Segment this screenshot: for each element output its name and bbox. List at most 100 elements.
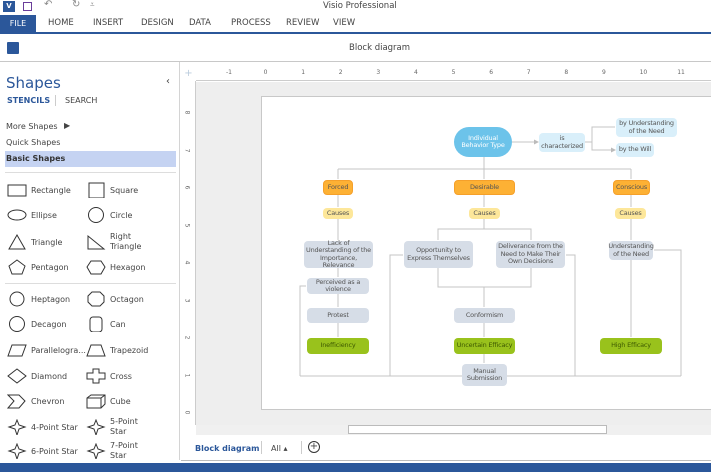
- quick-shapes[interactable]: Quick Shapes: [6, 138, 61, 147]
- shape-hexagon[interactable]: Hexagon: [86, 259, 166, 277]
- horizontal-scrollbar[interactable]: [196, 425, 711, 435]
- parallelogram-icon: [7, 344, 27, 357]
- node-lack-of-understanding[interactable]: Lack of Understanding of the Importance,…: [304, 239, 373, 269]
- shape-chevron[interactable]: Chevron: [7, 393, 87, 411]
- shape-octagon[interactable]: Octagon: [86, 291, 166, 309]
- connector: [585, 126, 615, 150]
- shape-label: Parallelogra...: [31, 346, 86, 355]
- all-pages-button[interactable]: All ▴: [271, 444, 287, 453]
- connector: [337, 195, 632, 207]
- page-tab-block-diagram[interactable]: Block diagram: [195, 444, 260, 453]
- title-bar: V ↶ ↻ ⩡ Visio Professional: [0, 0, 711, 14]
- connector: [337, 219, 632, 240]
- collapse-panel-icon[interactable]: ‹: [166, 76, 170, 87]
- tab-search[interactable]: SEARCH: [65, 96, 98, 105]
- shape-label: Diamond: [31, 372, 68, 381]
- node-perceived[interactable]: Perceived as a violence: [307, 278, 369, 294]
- shape-label: Heptagon: [31, 295, 71, 304]
- add-page-icon[interactable]: +: [308, 441, 320, 453]
- shape-ellipse[interactable]: Ellipse: [7, 207, 87, 225]
- node-uncertain-efficacy[interactable]: Uncertain Efficacy: [454, 338, 515, 354]
- node-by-the-will[interactable]: by the Will: [616, 143, 654, 157]
- all-pages-label: All: [271, 444, 281, 453]
- shape-heptagon[interactable]: Heptagon: [7, 291, 87, 309]
- node-manual-submission[interactable]: Manual Submission: [462, 364, 507, 386]
- tab-divider: [55, 95, 56, 106]
- more-shapes[interactable]: More Shapes: [6, 122, 58, 131]
- tab-stencils[interactable]: STENCILS: [7, 96, 51, 105]
- node-conformism[interactable]: Conformism: [454, 308, 515, 323]
- ellipse-icon: [7, 209, 27, 221]
- customize-toolbar-icon[interactable]: ⩡: [90, 0, 95, 9]
- 6-point-star-icon: [7, 443, 27, 459]
- basic-shapes[interactable]: Basic Shapes: [5, 151, 176, 167]
- cube-icon: [86, 394, 106, 409]
- heptagon-icon: [9, 291, 25, 307]
- tab-review[interactable]: REVIEW: [286, 18, 320, 28]
- shape-can[interactable]: Can: [86, 316, 166, 334]
- shape-right-triangle[interactable]: Right Triangle: [86, 232, 166, 252]
- shapes-panel: Shapes ‹ STENCILS SEARCH More Shapes ▶ Q…: [0, 62, 180, 460]
- node-causes[interactable]: Causes: [615, 208, 646, 219]
- 7-point-star-icon: [86, 443, 106, 459]
- ruler-tick-label: 3: [376, 69, 381, 76]
- shape-label: Square: [110, 186, 139, 195]
- tab-file[interactable]: FILE: [0, 15, 36, 32]
- node-is-characterized[interactable]: is characterized: [539, 133, 585, 152]
- shape-square[interactable]: Square: [86, 182, 166, 200]
- node-causes[interactable]: Causes: [469, 208, 500, 219]
- node-by-understanding[interactable]: by Understanding of the Need: [616, 118, 677, 137]
- shape-label: Trapezoid: [110, 346, 149, 355]
- node-forced[interactable]: Forced: [323, 180, 353, 195]
- shape-cross[interactable]: Cross: [86, 368, 166, 386]
- shape-rect[interactable]: Rectangle: [7, 182, 87, 200]
- circle-icon: [88, 207, 104, 223]
- shape-5-point-star[interactable]: 5-Point Star: [86, 417, 166, 437]
- decagon-icon: [9, 316, 25, 332]
- node-deliverance[interactable]: Deliverance from the Need to Make Their …: [496, 241, 565, 268]
- node-high-efficacy[interactable]: High Efficacy: [600, 338, 662, 354]
- hexagon-icon: [86, 260, 106, 275]
- shape-label: Can: [110, 320, 126, 329]
- shape-4-point-star[interactable]: 4-Point Star: [7, 419, 87, 437]
- node-root[interactable]: Individual Behavior Type: [454, 127, 512, 157]
- connector: [437, 219, 532, 240]
- ruler-tick-label: 0: [263, 69, 268, 76]
- tab-insert[interactable]: INSERT: [93, 18, 124, 28]
- node-inefficiency[interactable]: Inefficiency: [307, 338, 369, 354]
- shape-7-point-star[interactable]: 7-Point Star: [86, 441, 166, 460]
- connector: [437, 268, 532, 363]
- node-opportunity[interactable]: Opportunity to Express Themselves: [404, 241, 473, 268]
- scrollbar-thumb[interactable]: [348, 425, 607, 434]
- shape-diamond[interactable]: Diamond: [7, 368, 87, 386]
- undo-icon[interactable]: ↶: [44, 0, 53, 10]
- more-shapes-arrow-icon: ▶: [64, 121, 71, 130]
- caret-up-icon: ▴: [283, 444, 288, 453]
- node-conscious[interactable]: Conscious: [613, 180, 650, 195]
- tab-process[interactable]: PROCESS: [231, 18, 271, 28]
- shape-decagon[interactable]: Decagon: [7, 316, 87, 334]
- node-protest[interactable]: Protest: [307, 308, 369, 323]
- shape-circle[interactable]: Circle: [86, 207, 166, 225]
- shape-cube[interactable]: Cube: [86, 393, 166, 411]
- node-causes[interactable]: Causes: [323, 208, 353, 219]
- shape-pentagon[interactable]: Pentagon: [7, 259, 87, 277]
- shape-label: 4-Point Star: [31, 423, 78, 432]
- node-desirable[interactable]: Desirable: [454, 180, 515, 195]
- cross-icon: [86, 368, 106, 384]
- node-understanding-need[interactable]: Understanding of the Need: [608, 241, 654, 260]
- shape-label: Right Triangle: [110, 232, 142, 251]
- shape-6-point-star[interactable]: 6-Point Star: [7, 443, 87, 460]
- tab-view[interactable]: VIEW: [333, 18, 356, 28]
- shape-parallelogram[interactable]: Parallelogra...: [7, 342, 87, 360]
- shape-label: Octagon: [110, 295, 144, 304]
- tab-home[interactable]: HOME: [48, 18, 74, 28]
- shape-triangle[interactable]: Triangle: [7, 234, 87, 252]
- save-icon[interactable]: [23, 2, 32, 11]
- diamond-icon: [7, 368, 27, 384]
- redo-icon[interactable]: ↻: [72, 0, 81, 10]
- tab-design[interactable]: DESIGN: [141, 18, 174, 28]
- tab-data[interactable]: DATA: [189, 18, 211, 28]
- app-title: Visio Professional: [323, 1, 397, 11]
- shape-trapezoid[interactable]: Trapezoid: [86, 342, 166, 360]
